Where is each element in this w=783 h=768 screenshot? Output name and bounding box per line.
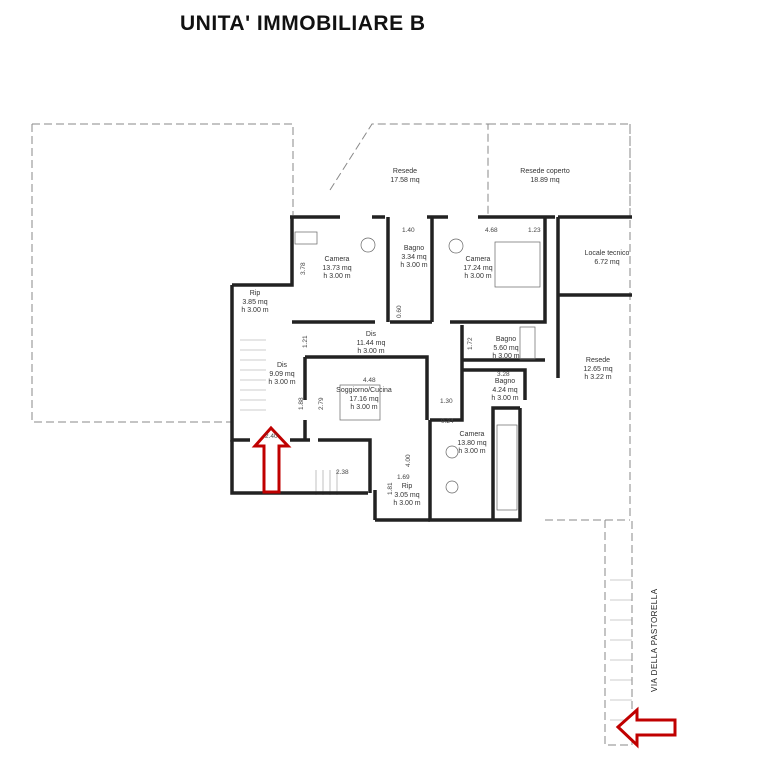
dimension-label: 1.21 [302, 335, 309, 348]
entrance-arrow-left-icon [615, 706, 677, 749]
dimension-label: 1.23 [528, 227, 541, 234]
dimension-label: 1.88 [298, 397, 305, 410]
dimension-label: 4.48 [363, 377, 376, 384]
dimension-label: 4.68 [485, 227, 498, 234]
street-name: VIA DELLA PASTORELLA [650, 588, 659, 692]
dimension-label: 1.72 [467, 337, 474, 350]
dimension-label: 1.81 [387, 482, 394, 495]
dimension-label: 4.00 [405, 454, 412, 467]
dimension-label: 1.30 [440, 398, 453, 405]
dimension-label: 0.24 [441, 418, 454, 425]
outdoor-boundaries [31, 123, 633, 746]
entrance-arrows [251, 425, 677, 749]
dimension-label: 3.28 [497, 371, 510, 378]
stairs [240, 339, 632, 721]
entrance-arrow-up-icon [251, 425, 292, 494]
plan-title: UNITA' IMMOBILIARE B [180, 12, 426, 35]
dimension-label: 2.79 [318, 397, 325, 410]
dimension-label: 2.38 [336, 469, 349, 476]
dimension-label: 1.40 [402, 227, 415, 234]
dimension-label: 2.40 [265, 433, 278, 440]
dimension-label: 3.78 [300, 262, 307, 275]
dimension-label: 0.60 [396, 305, 403, 318]
dimension-label: 1.69 [397, 474, 410, 481]
furniture [294, 231, 541, 511]
walls [230, 215, 632, 522]
